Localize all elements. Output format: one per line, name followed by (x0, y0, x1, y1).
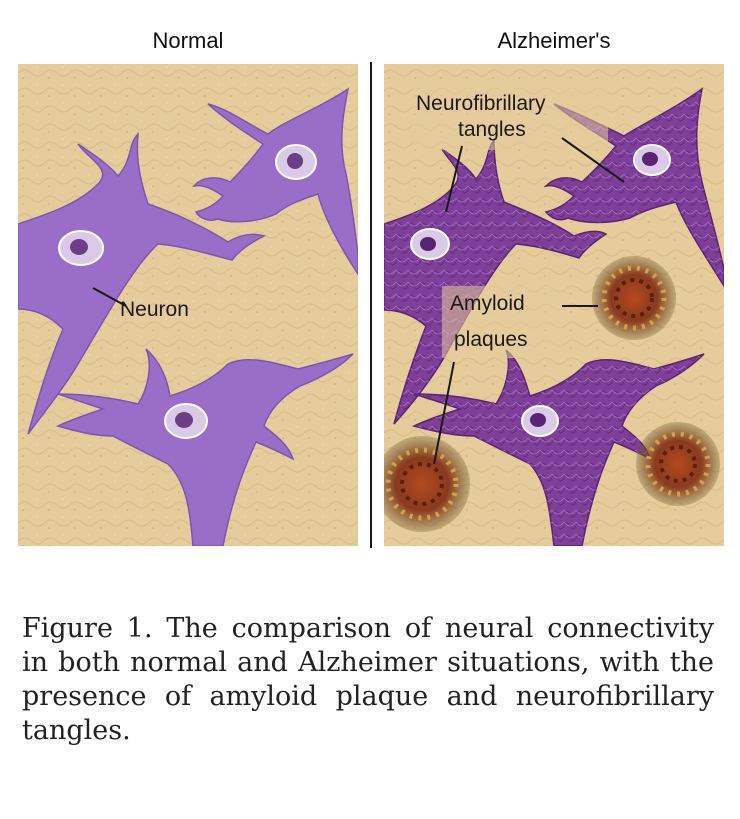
alzheimers-panel-title: Alzheimer's (497, 28, 611, 53)
plaques-pointer (433, 361, 455, 465)
tangles-label-line1: Neurofibrillary (416, 92, 546, 115)
normal-panel-title: Normal (152, 28, 224, 53)
neuron-cell (55, 348, 354, 546)
neuron-cell (191, 87, 358, 276)
tangles-label-line2: tangles (458, 118, 526, 141)
plaques-label-line2: plaques (454, 328, 528, 351)
figure-caption: Figure 1. The comparison of neural conne… (22, 613, 714, 746)
tangled-neuron-cell (411, 349, 705, 546)
tangles-pointer (445, 145, 463, 213)
tangles-pointer (561, 137, 625, 183)
tangled-neuron-cell (543, 87, 724, 288)
neuron-cell (18, 131, 267, 435)
normal-brain-illustration: Neuron (18, 64, 358, 546)
amyloid-plaque (636, 422, 720, 506)
neuron-label: Neuron (120, 298, 189, 321)
panel-divider (370, 62, 372, 548)
neuron-pointer (92, 287, 127, 307)
amyloid-plaque (592, 256, 676, 340)
amyloid-plaque (384, 436, 470, 532)
plaques-label-line1: Amyloid (450, 292, 525, 315)
alzheimers-brain-illustration: Neurofibrillary tangles Amyloid plaques (384, 64, 724, 546)
tangled-neuron-cell (384, 137, 608, 425)
